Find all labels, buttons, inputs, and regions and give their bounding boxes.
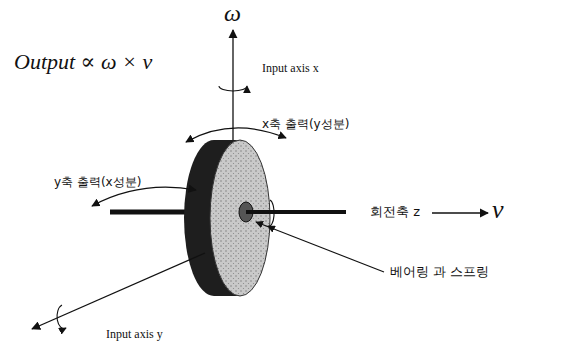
input-x-rotation	[219, 86, 247, 91]
y-output-arc	[92, 187, 196, 206]
shaft-right	[246, 210, 346, 214]
velocity-arrow	[432, 212, 488, 213]
bearing-leader	[256, 222, 384, 272]
output-label: x축 출력(y성분)	[262, 118, 349, 131]
spin-arrow	[268, 200, 274, 226]
axis-label: Input axis x	[262, 62, 319, 75]
disk-front	[210, 140, 270, 296]
omega-symbol: ω	[224, 0, 241, 26]
input-y-rotation	[57, 305, 66, 329]
velocity-symbol: v	[492, 196, 504, 225]
output-label: y축 출력(x성분)	[54, 176, 141, 189]
output-formula: Output ∝ ω × v	[14, 50, 152, 74]
omega-axis	[232, 30, 233, 150]
input-y-axis	[32, 253, 205, 329]
axis-label: Input axis y	[106, 328, 163, 341]
axis-label: 회전축 z	[370, 205, 420, 219]
part-label: 베어링 과 스프링	[390, 265, 489, 279]
